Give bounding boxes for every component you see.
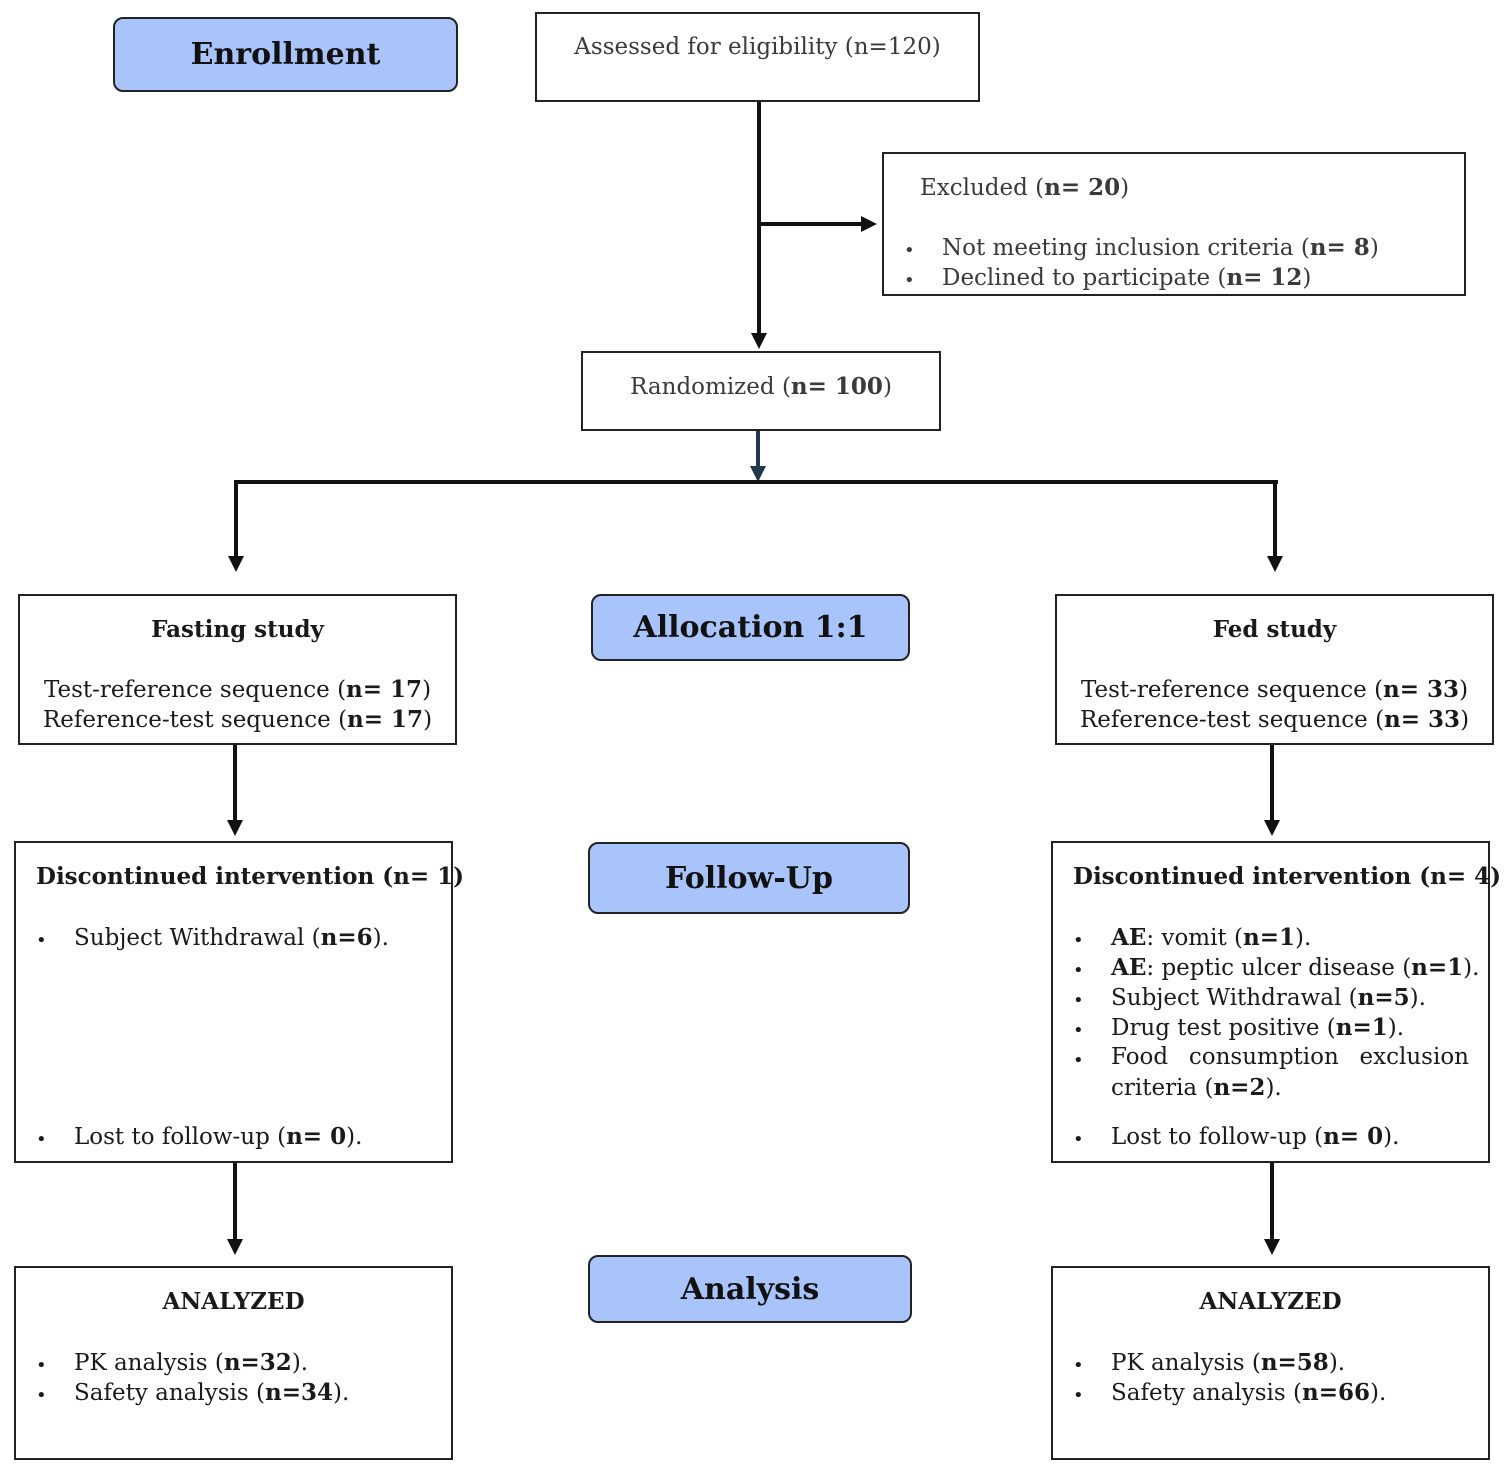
fasting-discontinued-title: Discontinued intervention (n= 1) (36, 863, 464, 890)
arrow-right-icon (861, 216, 877, 232)
fasting-analyzed-box: ANALYZED • PK analysis (n=32). • Safety … (14, 1266, 453, 1460)
fed-discontinued-item-withdrawal: Subject Withdrawal (n=5). (1111, 984, 1426, 1011)
stage-follow-up: Follow-Up (588, 842, 910, 914)
excluded-item-declined: Declined to participate (n= 12) (942, 264, 1312, 291)
arrow-down-icon (750, 466, 766, 482)
fasting-line-reference-test: Reference-test sequence (n= 17) (42, 706, 433, 733)
randomized-box: Randomized (n= 100) (581, 351, 941, 431)
bullet-icon: • (36, 1355, 47, 1376)
fed-analyzed-box: ANALYZED • PK analysis (n=58). • Safety … (1051, 1266, 1490, 1460)
fed-discontinued-item-food-line1: Food consumption exclusion (1111, 1044, 1469, 1070)
bullet-icon: • (904, 270, 915, 291)
connector-line (234, 480, 1278, 484)
bullet-icon: • (1073, 1050, 1084, 1071)
connector-line (233, 745, 237, 820)
fasting-analyzed-pk: PK analysis (n=32). (74, 1349, 309, 1376)
arrow-down-icon (227, 820, 243, 836)
fed-line-reference-test: Reference-test sequence (n= 33) (1079, 706, 1470, 733)
connector-line (1273, 480, 1277, 556)
bullet-icon: • (36, 1129, 47, 1150)
fed-study-box: Fed study Test-reference sequence (n= 33… (1055, 594, 1494, 745)
fed-discontinued-title: Discontinued intervention (n= 4) (1073, 863, 1501, 890)
fed-discontinued-item-ae-peptic: AE: peptic ulcer disease (n=1). (1111, 954, 1480, 981)
bullet-icon: • (36, 930, 47, 951)
assessed-box: Assessed for eligibility (n=120) (535, 12, 980, 102)
fed-study-title: Fed study (1212, 616, 1337, 643)
excluded-title: Excluded (n= 20) (920, 174, 1130, 201)
fasting-line-test-reference: Test-reference sequence (n= 17) (43, 676, 432, 703)
arrow-down-icon (227, 1239, 243, 1255)
fed-discontinued-item-drug-test: Drug test positive (n=1). (1111, 1014, 1405, 1041)
connector-line (234, 480, 238, 556)
bullet-icon: • (1073, 1129, 1084, 1150)
bullet-icon: • (904, 240, 915, 261)
arrow-down-icon (1264, 820, 1280, 836)
arrow-down-icon (751, 333, 767, 349)
connector-line (757, 102, 761, 334)
stage-allocation: Allocation 1:1 (591, 594, 910, 661)
connector-line (759, 222, 862, 226)
fasting-study-title: Fasting study (151, 616, 324, 643)
fed-line-test-reference: Test-reference sequence (n= 33) (1080, 676, 1469, 703)
stage-analysis: Analysis (588, 1255, 912, 1323)
fed-discontinued-item-food-line2: criteria (n=2). (1111, 1074, 1282, 1101)
fed-lost-to-follow-up: Lost to follow-up (n= 0). (1111, 1123, 1400, 1150)
fasting-study-box: Fasting study Test-reference sequence (n… (18, 594, 457, 745)
fed-analyzed-safety: Safety analysis (n=66). (1111, 1379, 1387, 1406)
excluded-item-not-meeting: Not meeting inclusion criteria (n= 8) (942, 234, 1379, 261)
bullet-icon: • (1073, 960, 1084, 981)
fasting-analyzed-safety: Safety analysis (n=34). (74, 1379, 350, 1406)
connector-line (1270, 1163, 1274, 1239)
bullet-icon: • (1073, 930, 1084, 951)
fed-analyzed-title: ANALYZED (1199, 1288, 1342, 1315)
arrow-down-icon (228, 556, 244, 572)
fed-analyzed-pk: PK analysis (n=58). (1111, 1349, 1346, 1376)
bullet-icon: • (36, 1385, 47, 1406)
stage-enrollment: Enrollment (113, 17, 458, 92)
connector-line (233, 1163, 237, 1239)
fasting-lost-to-follow-up: Lost to follow-up (n= 0). (74, 1123, 363, 1150)
fed-discontinued-item-ae-vomit: AE: vomit (n=1). (1111, 924, 1312, 951)
arrow-down-icon (1267, 556, 1283, 572)
assessed-text: Assessed for eligibility (n=120) (574, 34, 941, 60)
connector-line (756, 431, 760, 467)
fasting-discontinued-item: Subject Withdrawal (n=6). (74, 924, 389, 951)
bullet-icon: • (1073, 1385, 1084, 1406)
randomized-text: Randomized (n= 100) (630, 373, 892, 400)
fed-discontinued-box: Discontinued intervention (n= 4) • AE: v… (1051, 841, 1501, 1163)
connector-line (1270, 745, 1274, 820)
fasting-analyzed-title: ANALYZED (162, 1288, 305, 1315)
bullet-icon: • (1073, 990, 1084, 1011)
excluded-box: Excluded (n= 20) • Not meeting inclusion… (882, 152, 1466, 296)
bullet-icon: • (1073, 1020, 1084, 1041)
bullet-icon: • (1073, 1355, 1084, 1376)
fasting-discontinued-box: Discontinued intervention (n= 1) • Subje… (14, 841, 464, 1163)
arrow-down-icon (1264, 1239, 1280, 1255)
